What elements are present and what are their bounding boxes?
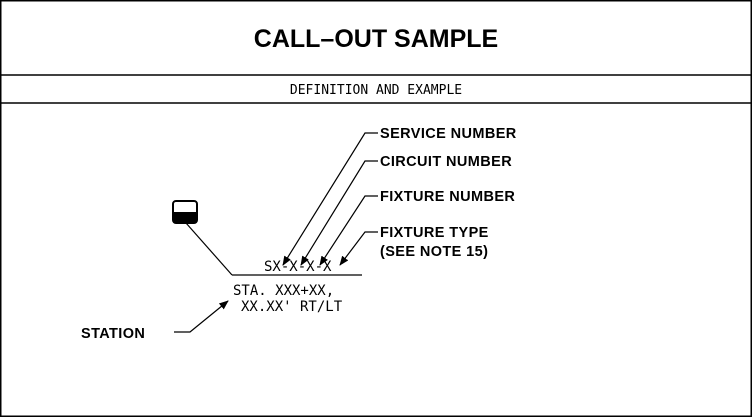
subtitle: DEFINITION AND EXAMPLE (290, 83, 462, 98)
fixture-type-leader (339, 231, 378, 266)
service-number-label: SERVICE NUMBER (380, 126, 517, 142)
fixture-leader-line (185, 222, 233, 276)
page-title: CALL–OUT SAMPLE (254, 25, 498, 53)
station-line-1: STA. XXX+XX, (233, 283, 334, 299)
station-leader (174, 300, 229, 333)
fixture-type-label: FIXTURE TYPE (380, 225, 489, 241)
service-number-leader (282, 132, 378, 266)
station-line-2: XX.XX' RT/LT (241, 299, 343, 315)
fixture-number-label: FIXTURE NUMBER (380, 189, 515, 205)
circuit-number-label: CIRCUIT NUMBER (380, 154, 512, 170)
circuit-number-leader (300, 160, 378, 266)
fixture-number-leader (319, 195, 378, 266)
station-label: STATION (81, 326, 145, 342)
callout-code: SX-X-X-X (264, 259, 332, 275)
light-fixture-icon (172, 200, 198, 224)
fixture-type-note: (SEE NOTE 15) (380, 244, 488, 260)
